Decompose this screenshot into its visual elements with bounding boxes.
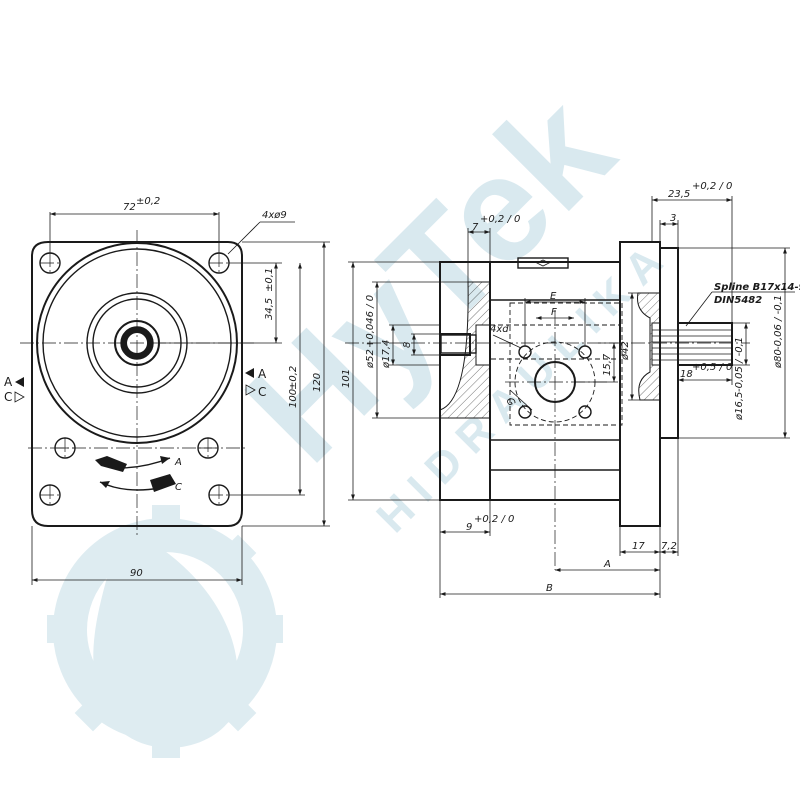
dim-b: B [546, 583, 553, 594]
dim-d7-tol: +0,2 / 0 [480, 214, 520, 225]
front-flange-outline [31, 241, 243, 527]
right-marker-a: A [258, 367, 267, 381]
dim-d80-tol: -0,06 / -0,1 [773, 295, 784, 350]
dim-d23-5-tol: +0,2 / 0 [692, 181, 732, 192]
side-shaft [677, 322, 733, 366]
side-nameplate [517, 257, 569, 269]
front-dimensions: 72 ±0,2 4xø9 34,5 ±0,1 100 ±0,2 120 [31, 196, 330, 585]
front-right-markers: A C [245, 367, 267, 399]
dim-d101: 101 [341, 369, 352, 388]
dim-holes: 4xø9 [262, 210, 287, 221]
dim-d9: 9 [466, 522, 472, 533]
dim-height-inner: 100 [288, 389, 299, 408]
left-marker-c: C [4, 390, 12, 404]
dim-a: A [603, 559, 611, 570]
dim-d3: 3 [670, 213, 676, 224]
front-shaft-spline [120, 327, 153, 359]
dim-offset-tol: ±0,1 [264, 268, 275, 292]
dim-d80: ø80 [773, 349, 784, 369]
dim-f: F [551, 307, 557, 318]
side-dimensions: 101 ø52 +0,046 / 0 ø17,4 8 7 +0,2 / 0 [341, 181, 800, 598]
rotation-arrows: A C [95, 456, 182, 493]
front-view: A C A C A C 72 ±0,2 4xø9 [4, 196, 330, 585]
watermark: HyTek HIDRAULIKA [47, 63, 681, 758]
right-marker-c: C [258, 385, 266, 399]
dim-width: 90 [130, 568, 143, 579]
dim-height-inner-tol: ±0,2 [288, 366, 299, 390]
dim-d16-5: ø16,5 [734, 392, 745, 421]
dim-d7: 7 [472, 222, 479, 233]
dim-d52-tol: +0,046 / 0 [365, 295, 376, 348]
rotation-label-a: A [174, 457, 182, 468]
side-view: 101 ø52 +0,046 / 0 ø17,4 8 7 +0,2 / 0 [341, 181, 800, 598]
dim-height: 120 [312, 373, 323, 392]
dim-d52: ø52 [365, 349, 376, 369]
dim-d7-2: 7,2 [661, 541, 677, 552]
dim-d9-tol: +0,2 / 0 [474, 514, 514, 525]
dim-spline: Spline B17x14-9T [714, 282, 800, 293]
front-left-markers: A C [4, 375, 25, 404]
dim-port-holes: 4xd [490, 324, 509, 335]
side-shaft-spline [652, 329, 732, 361]
dim-spline-std: DIN5482 [714, 295, 762, 306]
dim-d18-tol: +0,5 / 0 [692, 362, 732, 373]
dim-d15-7: 15,7 [602, 353, 613, 376]
dim-offset: 34,5 [264, 298, 275, 320]
dim-d17-4: ø17,4 [381, 340, 392, 369]
dim-e: E [550, 291, 557, 302]
watermark-brand: HyTek [214, 63, 644, 493]
dim-d42: ø42 [620, 341, 631, 361]
side-flange-section [637, 292, 661, 401]
dim-d17: 17 [632, 541, 645, 552]
dim-d16-5-tol: -0,05 / -0,1 [734, 337, 745, 392]
left-marker-a: A [4, 375, 13, 389]
watermark-gear-icon [47, 505, 283, 758]
dim-d8: 8 [402, 342, 413, 348]
dim-bolt-spacing-tol: ±0,2 [136, 196, 160, 207]
dim-bolt-spacing: 72 [123, 202, 136, 213]
rotation-label-c: C [175, 482, 182, 493]
dim-d18: 18 [680, 369, 693, 380]
dim-d23-5: 23,5 [668, 189, 690, 200]
